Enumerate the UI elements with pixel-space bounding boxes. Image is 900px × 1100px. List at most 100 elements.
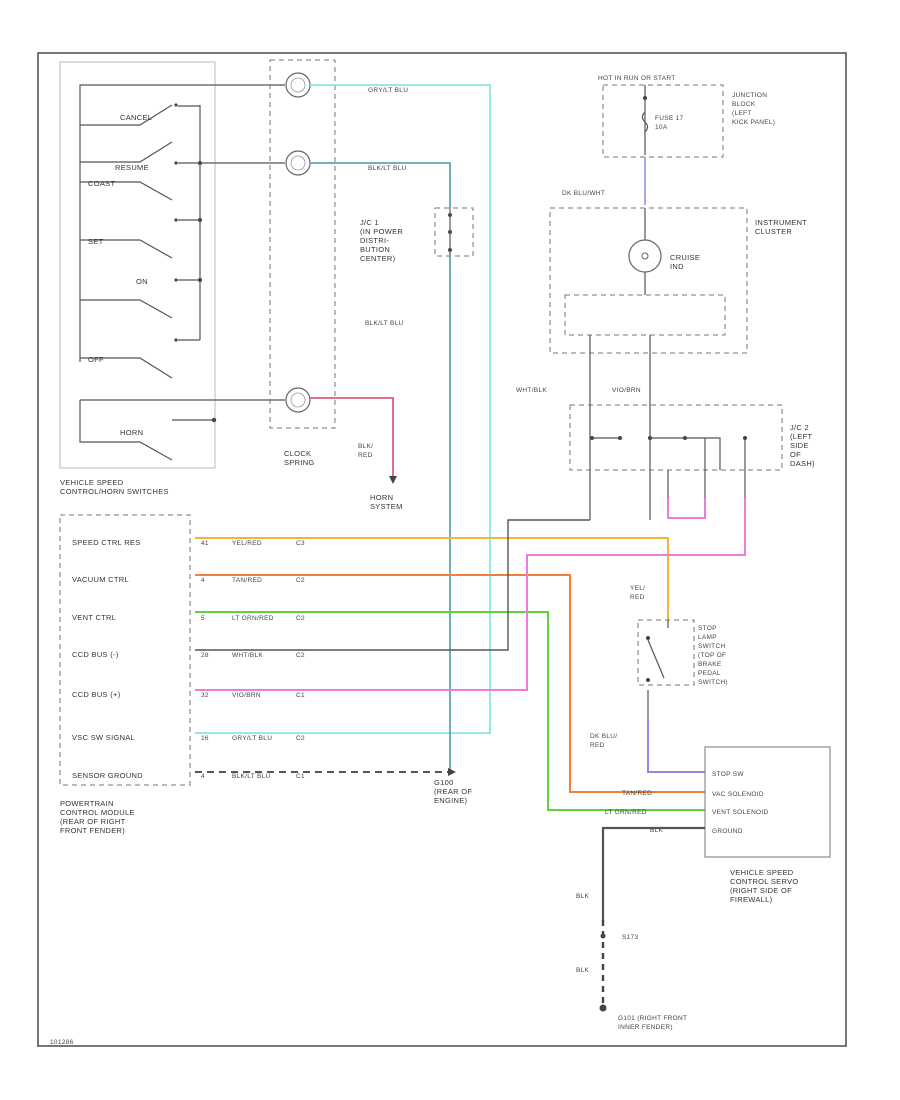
- clock-spring-coil-1: [285, 72, 311, 98]
- servo-wire-blk-label: BLK: [650, 827, 664, 834]
- wire-label-blk-lt-blu-top: BLK/LT BLU: [368, 165, 407, 172]
- wire-yel-red: [195, 537, 669, 620]
- pcm-pin-number: 4: [201, 773, 205, 780]
- splice-s173: [600, 933, 606, 939]
- instrument-cluster-outline: [549, 207, 748, 354]
- yel-red-label: YEL/RED: [630, 585, 645, 601]
- servo-pin-vac-solenoid: VAC SOLENOID: [712, 791, 764, 798]
- wire-blk-red: [310, 397, 394, 478]
- dk-blu-wht-label: DK BLU/WHT: [562, 190, 605, 197]
- pcm-pin-name: CCD BUS (+): [72, 690, 121, 699]
- wire-vio-brn: [195, 498, 746, 691]
- wire-wht-blk: [195, 519, 590, 651]
- pcm-pin-name: VENT CTRL: [72, 613, 116, 622]
- switch-set-label: SET: [88, 237, 104, 246]
- fuse-17-symbol: [641, 111, 649, 133]
- pcm-pin-number: 16: [201, 735, 209, 742]
- dk-blu-red-label: DK BLU/RED: [590, 733, 617, 749]
- servo-wire-tan-red-label: TAN/RED: [622, 790, 652, 797]
- switch-resume-label: RESUME: [115, 163, 149, 172]
- pcm-pin-name: VSC SW SIGNAL: [72, 733, 135, 742]
- pcm-pin-number: 5: [201, 615, 205, 622]
- pcm-pin-number: 32: [201, 692, 209, 699]
- clock-spring-coil-3: [285, 387, 311, 413]
- pcm-connector-number: C2: [296, 735, 305, 742]
- switch-off: [80, 357, 173, 379]
- pcm-connector-number: C1: [296, 692, 305, 699]
- pcm-wire-color-label: VIO/BRN: [232, 692, 261, 699]
- pcm-pin-name: SENSOR GROUND: [72, 771, 143, 780]
- wire-blk-ground: [601, 826, 705, 920]
- servo-pin-vent-solenoid: VENT SOLENOID: [712, 809, 769, 816]
- cruise-indicator-lamp: [628, 239, 662, 273]
- servo-outline: [704, 746, 831, 858]
- pcm-outline: [59, 514, 191, 786]
- servo-pin-ground: GROUND: [712, 828, 743, 835]
- switch-horn: [79, 399, 285, 461]
- blk-label-upper: BLK: [576, 893, 590, 900]
- switch-on-label: ON: [136, 277, 148, 286]
- switch-horn-label: HORN: [120, 428, 143, 437]
- blk-label-lower: BLK: [576, 967, 590, 974]
- wire-label-wht-blk-upper: WHT/BLK: [516, 387, 547, 394]
- switch-set: [80, 239, 200, 282]
- switch-feed-wire: [79, 84, 285, 125]
- jc2-outline: [569, 404, 783, 471]
- speed-control-servo: STOP SW VAC SOLENOID VENT SOLENOID GROUN…: [704, 746, 831, 904]
- servo-pin-stop-sw: STOP SW: [712, 771, 744, 778]
- pcm-wire-color-label: YEL/RED: [232, 540, 262, 547]
- pcm-pin-name: VACUUM CTRL: [72, 575, 129, 584]
- switch-off-label: OFF: [88, 355, 104, 364]
- switch-coast: [80, 181, 200, 222]
- pcm-connector-number: C2: [296, 615, 305, 622]
- switch-group-outline: [59, 61, 216, 469]
- outer-frame: [37, 52, 847, 1047]
- servo-wire-lt-grn-red-label: LT GRN/RED: [605, 809, 647, 816]
- pcm-wire-color-label: GRY/LT BLU: [232, 735, 272, 742]
- pcm-pin-name: SPEED CTRL RES: [72, 538, 141, 547]
- wire-label-gry-lt-blu-top: GRY/LT BLU: [368, 87, 408, 94]
- wire-blk-lt-blu-top: [310, 162, 451, 210]
- pcm-pin-number: 4: [201, 577, 205, 584]
- hot-in-run-label: HOT IN RUN OR START: [598, 75, 676, 82]
- wire-label-blk-lt-blu-mid: BLK/LT BLU: [365, 320, 404, 327]
- junction-block-outline: [602, 84, 724, 158]
- s173-label: S173: [622, 934, 638, 941]
- pcm-connector-number: C3: [296, 540, 305, 547]
- wire-lt-grn-red: [195, 611, 705, 811]
- pcm-connector-number: C1: [296, 773, 305, 780]
- pcm-pin-number: 28: [201, 652, 209, 659]
- switch-cancel-label: CANCEL: [120, 113, 152, 122]
- clock-spring-outline: [269, 59, 336, 429]
- pcm-wire-color-label: LT GRN/RED: [232, 615, 274, 622]
- wire-gry-lt-blu-top: [195, 84, 491, 734]
- switch-group: CANCEL RESUME COAST SET ON OFF HORN VEHI…: [59, 61, 285, 496]
- switch-cancel: [80, 103, 200, 126]
- wire-label-blk-red: BLK/RED: [358, 443, 373, 459]
- pcm-pin-name: CCD BUS (-): [72, 650, 119, 659]
- g101-ground: [599, 1004, 607, 1012]
- wire-tan-red: [195, 574, 705, 793]
- pcm-wire-color-label: WHT/BLK: [232, 652, 263, 659]
- pcm-pin-number: 41: [201, 540, 209, 547]
- pcm-connector-number: C2: [296, 577, 305, 584]
- g100-ground: [448, 768, 456, 776]
